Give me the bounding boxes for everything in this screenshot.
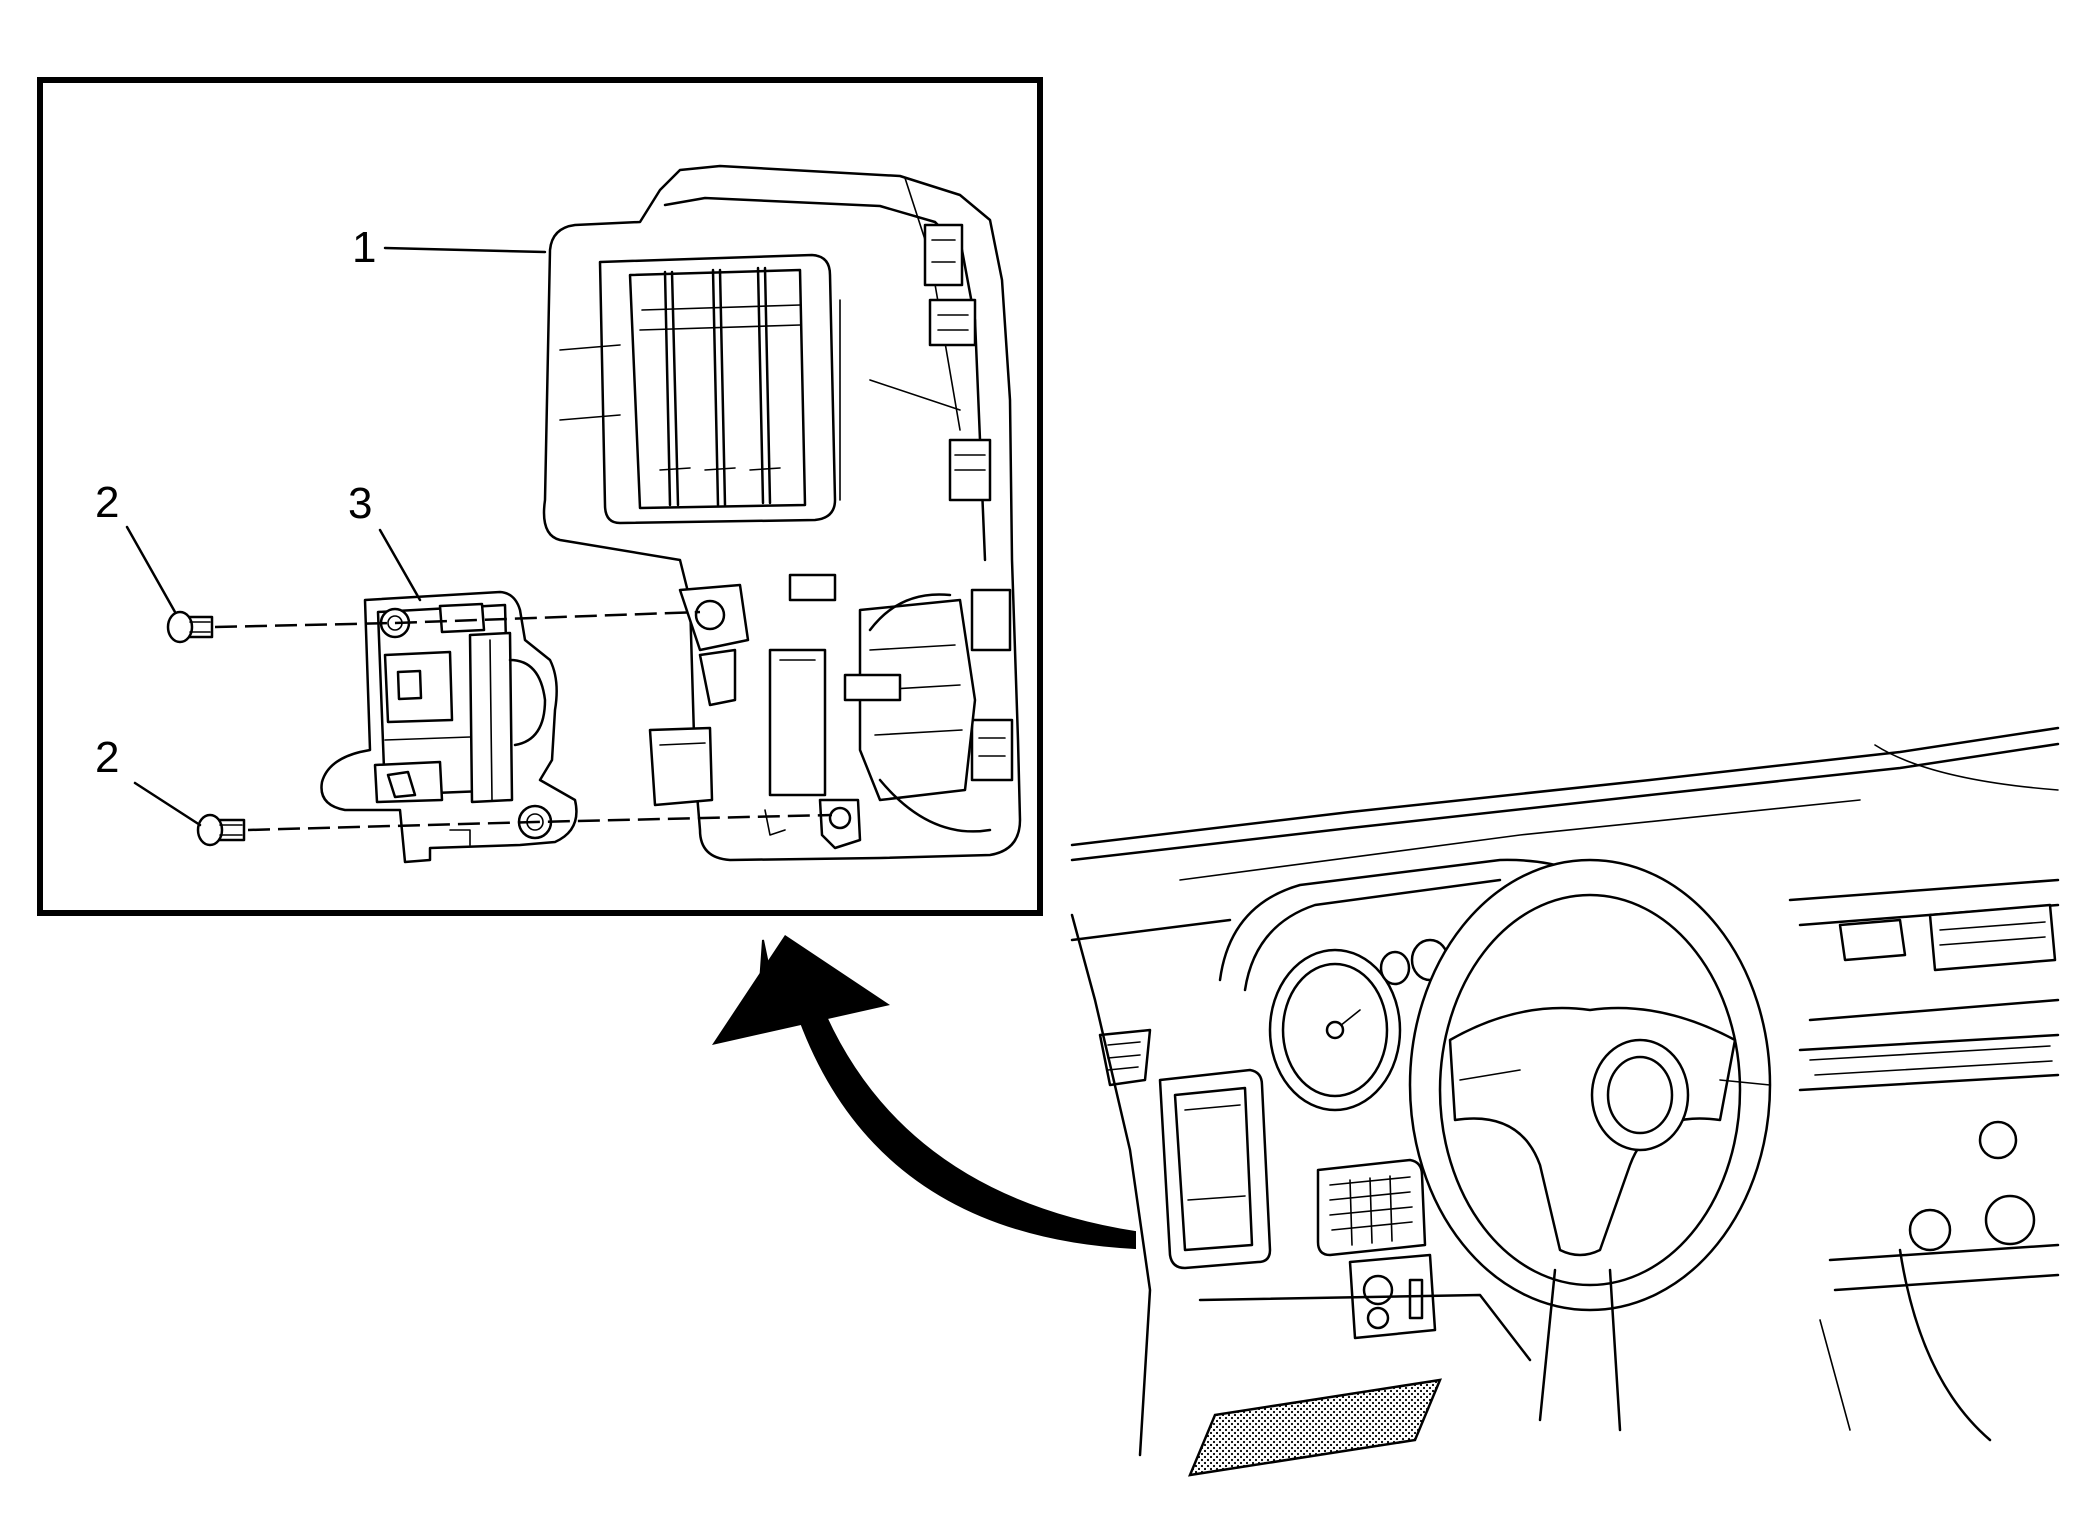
curved-arrow bbox=[756, 939, 1136, 1250]
instrument-panel-view bbox=[1070, 726, 2060, 1477]
leader-3 bbox=[378, 528, 422, 602]
leader-2-lower bbox=[133, 781, 202, 827]
screw-lower bbox=[196, 813, 246, 847]
fastener-line-upper bbox=[214, 610, 701, 629]
leader-2-upper bbox=[125, 525, 177, 614]
detail-inset: 1 3 2 2 bbox=[37, 77, 1043, 916]
callout-switch: 3 bbox=[348, 479, 372, 528]
screw-upper bbox=[166, 610, 214, 644]
leader-1 bbox=[383, 246, 547, 254]
steering-wheel bbox=[1408, 858, 1772, 1312]
switch-assembly bbox=[320, 590, 578, 864]
fastener-line-lower bbox=[247, 813, 833, 832]
grille-pad bbox=[1187, 1378, 1443, 1477]
curved-arrow-head bbox=[712, 935, 890, 1045]
gauge-left bbox=[1268, 948, 1402, 1112]
air-vent-bezel bbox=[542, 164, 1022, 862]
callout-screw-upper: 2 bbox=[95, 478, 119, 527]
callout-screw-lower: 2 bbox=[95, 733, 119, 782]
callout-bezel: 1 bbox=[352, 223, 376, 272]
